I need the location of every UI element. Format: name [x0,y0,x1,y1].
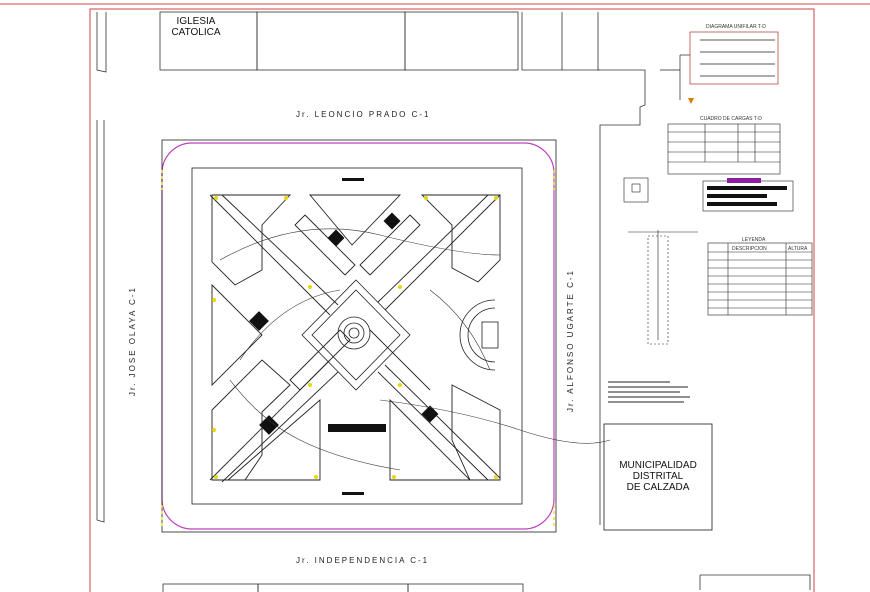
unifilar-diagram [660,31,779,104]
plaza-inner-square [191,167,523,505]
notes-box [702,178,794,212]
legend-title: LEYENDA [742,237,766,243]
central-fountain [301,279,411,391]
street-west-label: Jr. JOSE OLAYA C-1 [128,286,137,396]
legend-col-height: ALTURA [788,246,808,252]
municipality-label-line1: MUNICIPALIDAD [619,460,697,471]
plaza-square [161,139,557,533]
east-stage [459,299,499,371]
sheet-border [89,8,815,592]
benches [249,178,439,495]
church-label-line1: IGLESIA [176,16,216,27]
municipality-building [603,423,713,531]
luminaires [212,196,498,479]
loads-table-title: CUADRO DE CARGAS T-D [700,116,762,122]
church-label-line2: CATOLICA [171,27,221,38]
municipality-label-line3: DE CALZADA [626,482,690,493]
general-notes [608,381,690,403]
yellow-accents [161,170,555,528]
cable-runs [219,228,611,471]
legend-table [707,242,813,316]
street-north-label: Jr. LEONCIO PRADO C-1 [296,110,431,119]
block-edges [96,12,811,592]
church-label: IGLESIA CATOLICA [166,16,226,38]
street-east-label: Jr. ALFONSO UGARTE C-1 [566,269,575,412]
municipality-label-line2: DISTRITAL [632,471,684,482]
walkways [209,194,501,483]
unifilar-title: DIAGRAMA UNIFILAR T-D [706,24,766,30]
loads-table [667,123,781,175]
street-south-label: Jr. INDEPENDENCIA C-1 [296,556,430,565]
north-block [96,11,600,73]
municipality-label: MUNICIPALIDAD DISTRITAL DE CALZADA [612,460,704,493]
post-detail [623,177,698,345]
legend-col-description: DESCRIPCION [732,246,767,252]
planters [211,194,501,481]
